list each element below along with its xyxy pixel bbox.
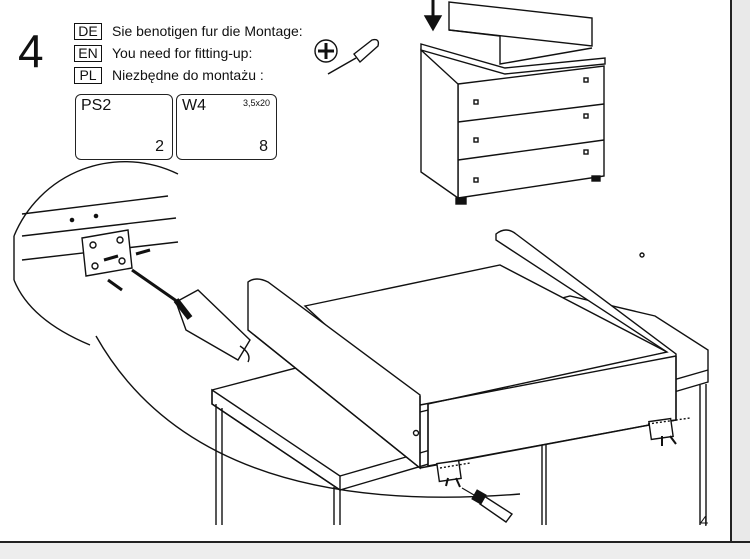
page-number: 4 [700,513,709,530]
detail-zoom-circle [13,160,521,498]
changing-top-drawing [211,229,709,525]
dresser-preview-icon [420,0,606,205]
part-code: PS2 [81,97,112,114]
page-edge-bottom [0,541,750,559]
part-box-w4: W4 3,5x20 8 [176,94,277,160]
instruction-line-de: DE Sie benotigen fur die Montage: [74,22,303,40]
part-code: W4 [182,97,206,114]
instruction-text-pl: Niezbędne do montażu : [112,67,264,83]
part-spec: 3,5x20 [242,98,270,108]
phillips-screwdriver-icon [314,38,380,75]
instruction-text-en: You need for fitting-up: [112,45,253,61]
language-code-pl: PL [74,66,102,84]
page-edge-right [730,0,750,559]
instruction-line-pl: PL Niezbędne do montażu : [74,66,264,84]
part-box-ps2: PS2 2 [75,94,173,160]
language-code-de: DE [74,22,102,40]
instruction-line-en: EN You need for fitting-up: [74,44,252,62]
step-number: 4 [18,25,44,77]
part-quantity: 2 [155,138,164,155]
language-code-en: EN [74,44,102,62]
instruction-text-de: Sie benotigen fur die Montage: [112,23,303,39]
part-quantity: 8 [259,138,268,155]
